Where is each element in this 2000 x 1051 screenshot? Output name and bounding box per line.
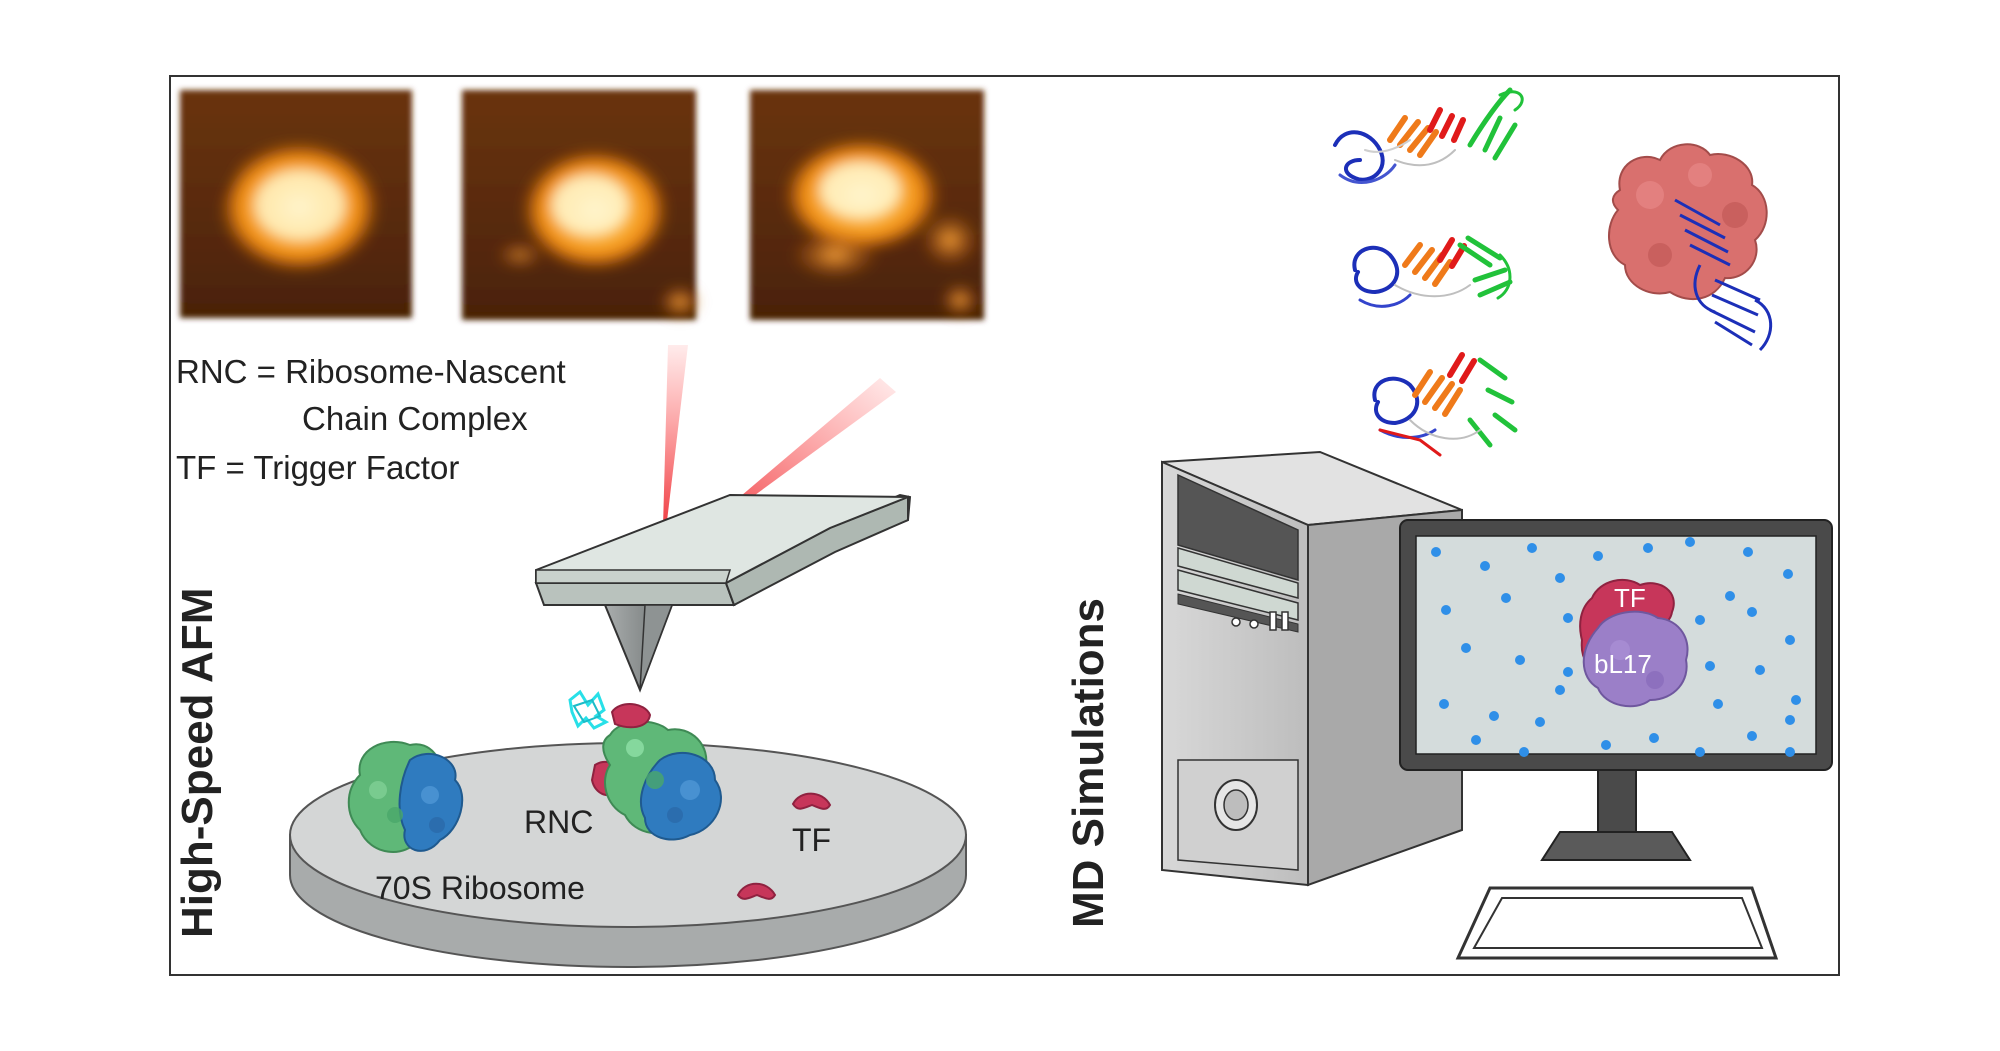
title-md-simulations: MD Simulations (1064, 598, 1113, 928)
solvent-dot (1555, 573, 1565, 583)
solvent-dot (1643, 543, 1653, 553)
sample-stage (289, 742, 967, 968)
solvent-dot (1755, 665, 1765, 675)
ribosome-70s (347, 740, 464, 853)
nascent-chain (568, 689, 610, 730)
label-tf: TF (792, 822, 831, 858)
legend-rnc-line1: RNC = Ribosome-Nascent (176, 353, 566, 390)
legend-rnc-line2: Chain Complex (302, 400, 528, 437)
screen-label-tf: TF (1614, 583, 1646, 613)
solvent-dot (1441, 605, 1451, 615)
solvent-dot (1713, 699, 1723, 709)
solvent-dot (1725, 591, 1735, 601)
solvent-dot (1705, 661, 1715, 671)
solvent-dot (1471, 735, 1481, 745)
solvent-dot (1695, 615, 1705, 625)
protein-ribbon-structure-3 (1372, 352, 1518, 457)
keyboard (1455, 886, 1779, 960)
screen-label-bl17: bL17 (1594, 649, 1652, 679)
solvent-dot (1439, 699, 1449, 709)
label-70s-ribosome: 70S Ribosome (375, 870, 585, 906)
solvent-dot (1785, 747, 1795, 757)
afm-cantilever (534, 493, 912, 607)
solvent-dot (1431, 547, 1441, 557)
solvent-dot (1563, 667, 1573, 677)
trigger-factor-free-1 (791, 792, 832, 810)
computer-tower (1161, 450, 1463, 887)
solvent-dot (1489, 711, 1499, 721)
solvent-dot (1783, 569, 1793, 579)
monitor-neck (1597, 769, 1637, 833)
solvent-dot (1785, 715, 1795, 725)
protein-ribbon-structure-2 (1352, 235, 1513, 308)
solvent-dot (1563, 613, 1573, 623)
solvent-dot (1791, 695, 1801, 705)
solvent-dot (1480, 561, 1490, 571)
solvent-dot (1601, 740, 1611, 750)
tf-bl17-complex (1579, 578, 1689, 708)
afm-tip (603, 604, 674, 693)
trigger-factor-free-2 (736, 882, 777, 900)
monitor-base (1540, 831, 1692, 861)
label-rnc: RNC (524, 804, 593, 840)
afm-image-2 (462, 90, 702, 320)
title-high-speed-afm: High-Speed AFM (173, 588, 222, 938)
solvent-dot (1527, 543, 1537, 553)
solvent-dot (1535, 717, 1545, 727)
solvent-dot (1461, 643, 1471, 653)
rnc-complex (590, 703, 722, 841)
legend-tf-line: TF = Trigger Factor (176, 449, 459, 486)
solvent-dot (1695, 747, 1705, 757)
solvent-dot (1785, 635, 1795, 645)
laser-beam-incident (662, 345, 688, 563)
solvent-dot (1519, 747, 1529, 757)
solvent-particles (1431, 537, 1801, 757)
solvent-dot (1747, 731, 1757, 741)
solvent-dot (1649, 733, 1659, 743)
protein-ribbon-structure-1 (1333, 87, 1524, 184)
solvent-dot (1685, 537, 1695, 547)
protein-surface-structure (1607, 143, 1773, 352)
solvent-dot (1743, 547, 1753, 557)
afm-image-1 (180, 90, 412, 318)
solvent-dot (1515, 655, 1525, 665)
solvent-dot (1555, 685, 1565, 695)
solvent-dot (1501, 593, 1511, 603)
solvent-dot (1593, 551, 1603, 561)
afm-image-3 (750, 90, 984, 320)
solvent-dot (1747, 607, 1757, 617)
